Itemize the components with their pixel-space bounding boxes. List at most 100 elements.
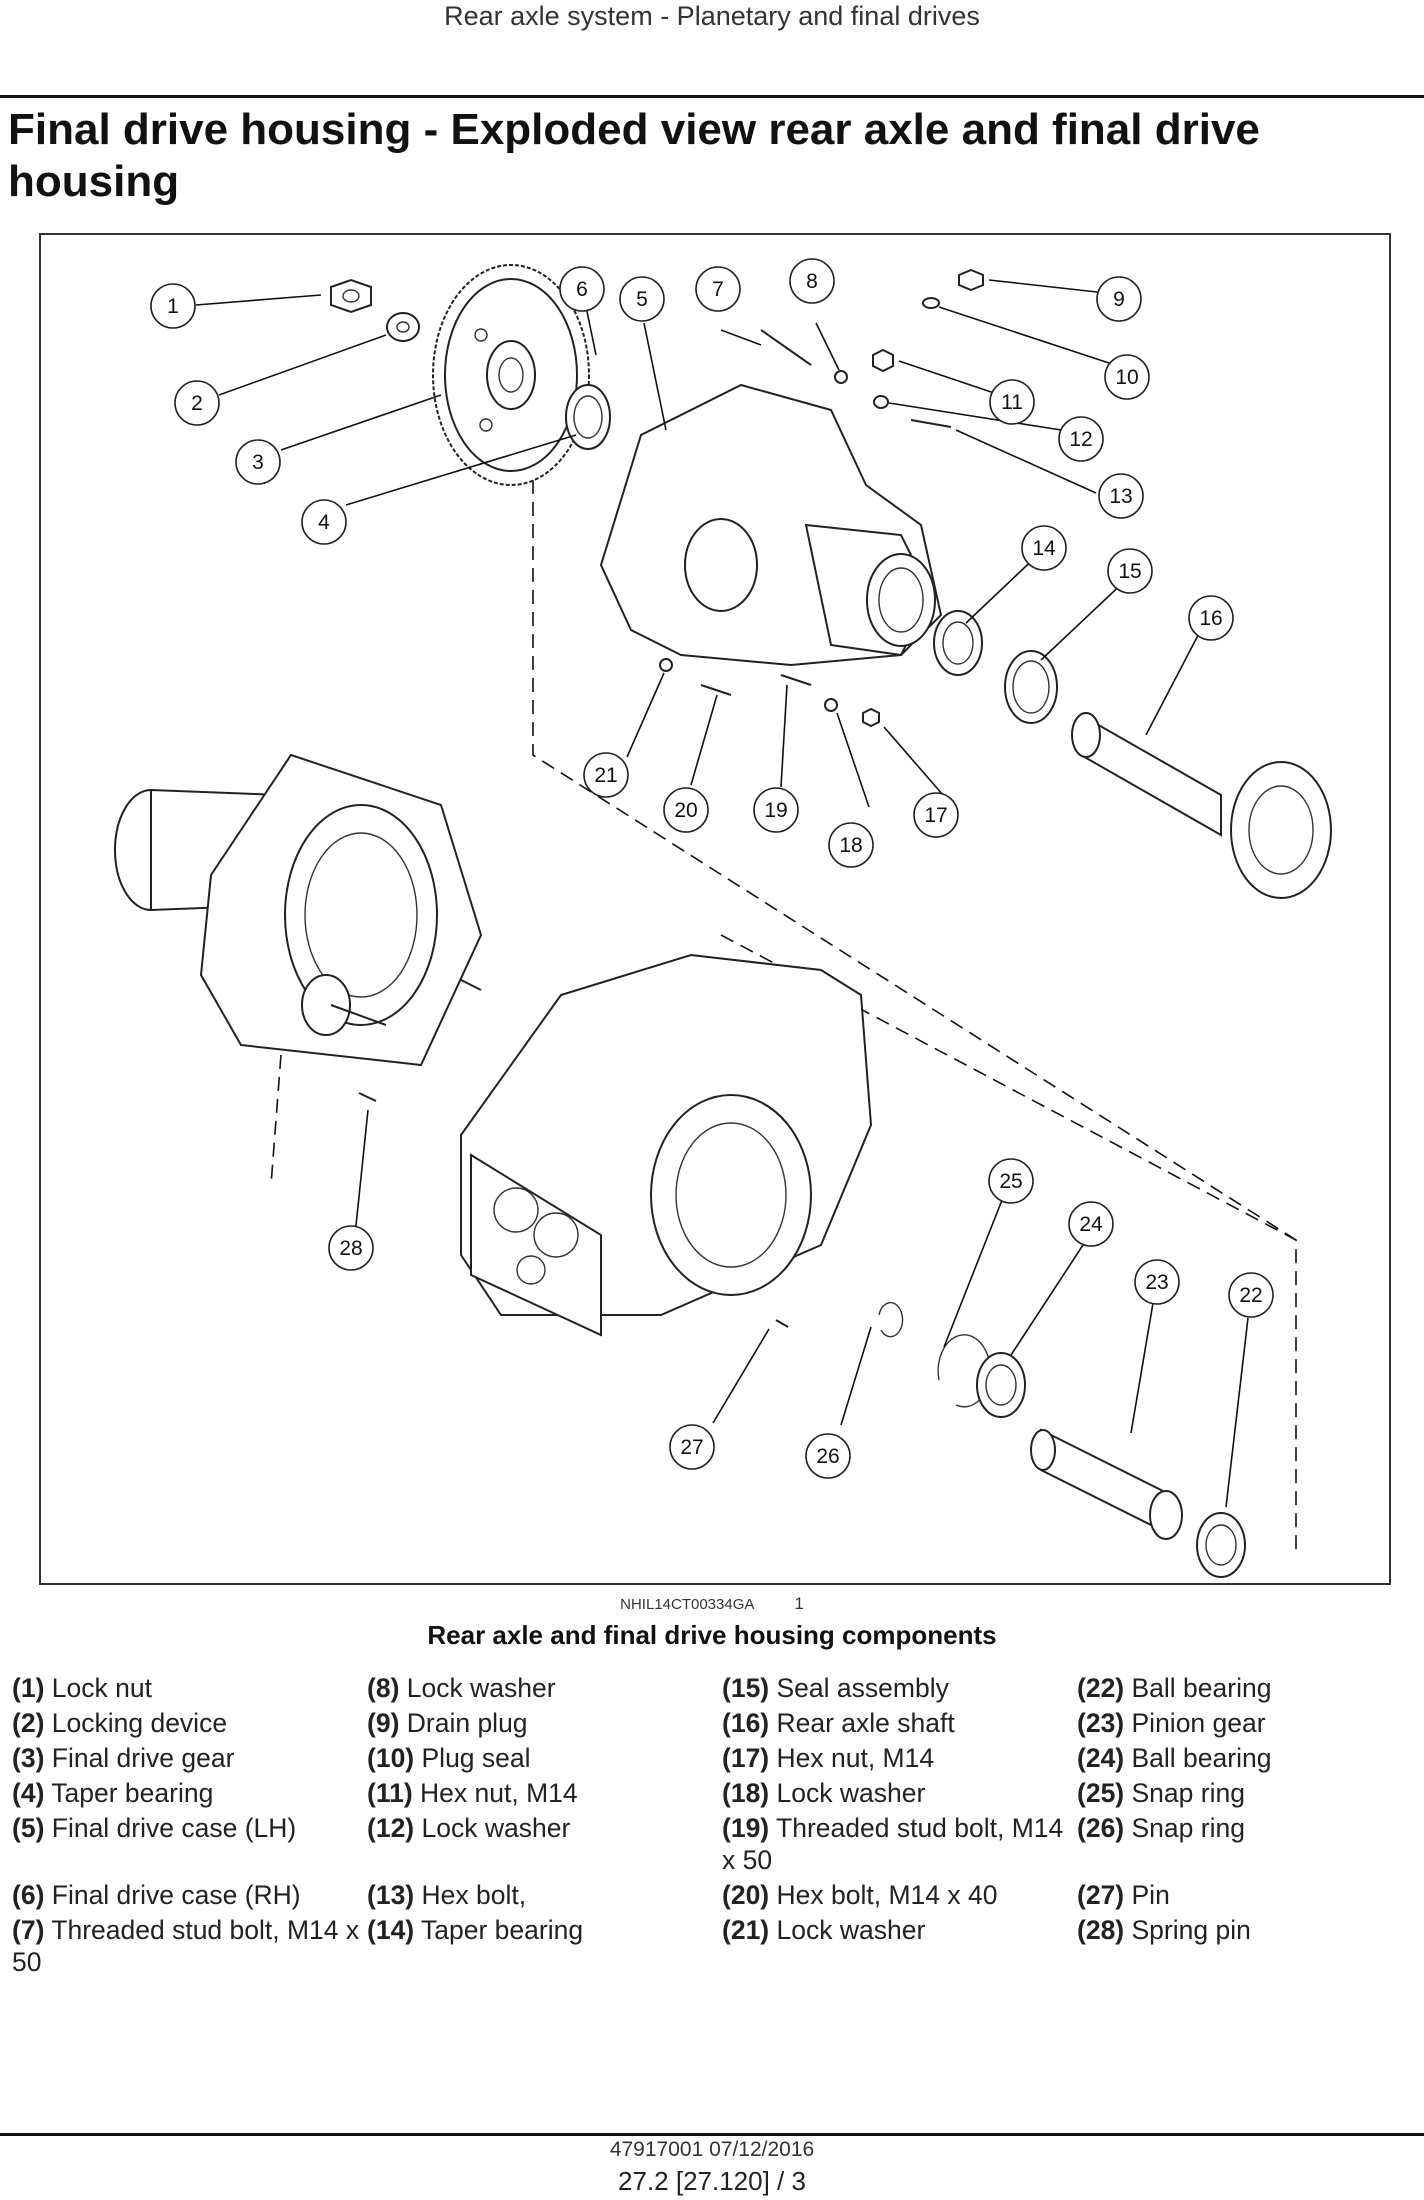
spring-pin-part — [358, 1092, 377, 1102]
drain-plug-part — [958, 268, 984, 292]
taper-bearing-part — [565, 384, 611, 450]
callout-20: 20 — [663, 787, 709, 833]
locking-device-part — [386, 312, 420, 342]
callout-23: 23 — [1134, 1259, 1180, 1305]
callout-14: 14 — [1021, 525, 1067, 571]
legend-item: (11) Hex nut, M14 — [367, 1778, 578, 1808]
legend-item: (4) Taper bearing — [12, 1778, 214, 1808]
callout-7: 7 — [695, 266, 741, 312]
callout-10: 10 — [1104, 354, 1150, 400]
legend-column-3: (15) Seal assembly (16) Rear axle shaft … — [722, 1672, 1074, 1949]
figure-caption: Rear axle and final drive housing compon… — [427, 1620, 997, 1650]
footer-rule — [0, 2133, 1424, 2136]
pin-part — [775, 1319, 789, 1328]
legend-item: (3) Final drive gear — [12, 1743, 235, 1773]
svg-text:9: 9 — [1113, 288, 1125, 311]
callout-5: 5 — [619, 276, 665, 322]
left-final-drive-assembly — [114, 753, 483, 1067]
legend-item: (23) Pinion gear — [1077, 1708, 1266, 1738]
callout-24: 24 — [1068, 1201, 1114, 1247]
svg-text:20: 20 — [674, 799, 697, 822]
final-drive-case-part — [599, 383, 943, 667]
threaded-stud-bolt-part — [760, 329, 812, 366]
callout-15: 15 — [1107, 548, 1153, 594]
callout-16: 16 — [1188, 595, 1234, 641]
legend-item: (27) Pin — [1077, 1880, 1170, 1910]
svg-text:13: 13 — [1109, 485, 1132, 508]
legend-item: (9) Drain plug — [367, 1708, 528, 1738]
callout-3: 3 — [235, 439, 281, 485]
assembly-guide-upper — [532, 480, 1297, 1241]
svg-text:18: 18 — [839, 834, 862, 857]
legend-item: (16) Rear axle shaft — [722, 1708, 955, 1738]
plug-seal-part — [922, 297, 940, 309]
callout-2: 2 — [174, 380, 220, 426]
legend-item: (7) Threaded stud bolt, M14 x 50 — [12, 1915, 360, 1977]
svg-text:25: 25 — [999, 1170, 1022, 1193]
svg-text:22: 22 — [1239, 1284, 1262, 1307]
svg-text:8: 8 — [806, 270, 818, 293]
callout-18: 18 — [828, 822, 874, 868]
legend-item: (24) Ball bearing — [1077, 1743, 1272, 1773]
callout-1: 1 — [150, 283, 196, 329]
legend-item: (19) Threaded stud bolt, M14 x 50 — [722, 1813, 1064, 1875]
pinion-gear-part — [1030, 1428, 1183, 1540]
figure-code: NHIL14CT00334GA — [620, 1596, 755, 1613]
assembly-guide-left — [270, 1054, 282, 1186]
callout-21: 21 — [583, 752, 629, 798]
callout-26: 26 — [805, 1433, 851, 1479]
small-fasteners-part — [659, 658, 880, 728]
callout-12: 12 — [1058, 416, 1104, 462]
lock-washer-part — [834, 370, 848, 384]
callout-19: 19 — [753, 787, 799, 833]
callout-leader-lines — [195, 279, 1249, 1508]
legend-item: (10) Plug seal — [367, 1743, 531, 1773]
svg-text:14: 14 — [1032, 537, 1056, 560]
legend-item: (26) Snap ring — [1077, 1813, 1245, 1843]
svg-text:21: 21 — [594, 764, 617, 787]
legend-item: (21) Lock washer — [722, 1915, 926, 1945]
callout-8: 8 — [789, 258, 835, 304]
legend-column-1: (1) Lock nut (2) Locking device (3) Fina… — [12, 1672, 364, 1981]
legend-item: (28) Spring pin — [1077, 1915, 1251, 1945]
svg-text:15: 15 — [1118, 560, 1141, 583]
snap-ring-part — [878, 1302, 904, 1338]
callout-28: 28 — [328, 1225, 374, 1271]
svg-text:17: 17 — [924, 804, 947, 827]
legend-item: (22) Ball bearing — [1077, 1673, 1272, 1703]
assembly-guide-lower — [720, 934, 1297, 1555]
running-header: Rear axle system - Planetary and final d… — [444, 1, 980, 31]
legend-item: (6) Final drive case (RH) — [12, 1880, 301, 1910]
svg-text:3: 3 — [252, 451, 264, 474]
svg-text:16: 16 — [1199, 607, 1222, 630]
legend-item: (8) Lock washer — [367, 1673, 556, 1703]
svg-text:5: 5 — [636, 288, 648, 311]
callout-17: 17 — [913, 792, 959, 838]
legend-item: (15) Seal assembly — [722, 1673, 949, 1703]
svg-text:6: 6 — [576, 278, 588, 301]
header-rule — [0, 95, 1424, 98]
legend-item: (18) Lock washer — [722, 1778, 926, 1808]
svg-text:7: 7 — [712, 278, 724, 301]
hex-nut-part — [872, 348, 894, 373]
rear-axle-shaft-part — [1071, 712, 1332, 899]
callout-11: 11 — [989, 379, 1035, 425]
svg-text:27: 27 — [680, 1436, 703, 1459]
svg-text:4: 4 — [318, 511, 330, 534]
footer-page-reference: 27.2 [27.120] / 3 — [618, 2166, 806, 2196]
callout-13: 13 — [1098, 473, 1144, 519]
svg-text:11: 11 — [1001, 391, 1023, 414]
ball-bearing-part-2 — [1196, 1512, 1246, 1578]
svg-text:2: 2 — [191, 392, 203, 415]
svg-text:28: 28 — [339, 1237, 362, 1260]
callout-25: 25 — [988, 1158, 1034, 1204]
legend-item: (5) Final drive case (LH) — [12, 1813, 297, 1843]
legend-column-2: (8) Lock washer (9) Drain plug (10) Plug… — [367, 1672, 719, 1949]
page-title: Final drive housing - Exploded view rear… — [8, 105, 1260, 206]
exploded-view-drawing: 1 2 3 4 5 6 7 8 9 10 11 12 13 14 15 16 1… — [114, 258, 1332, 1578]
svg-text:1: 1 — [167, 295, 179, 318]
callout-27: 27 — [669, 1424, 715, 1470]
callout-4: 4 — [301, 499, 347, 545]
ball-bearing-part — [976, 1352, 1026, 1418]
legend-item: (1) Lock nut — [12, 1673, 152, 1703]
